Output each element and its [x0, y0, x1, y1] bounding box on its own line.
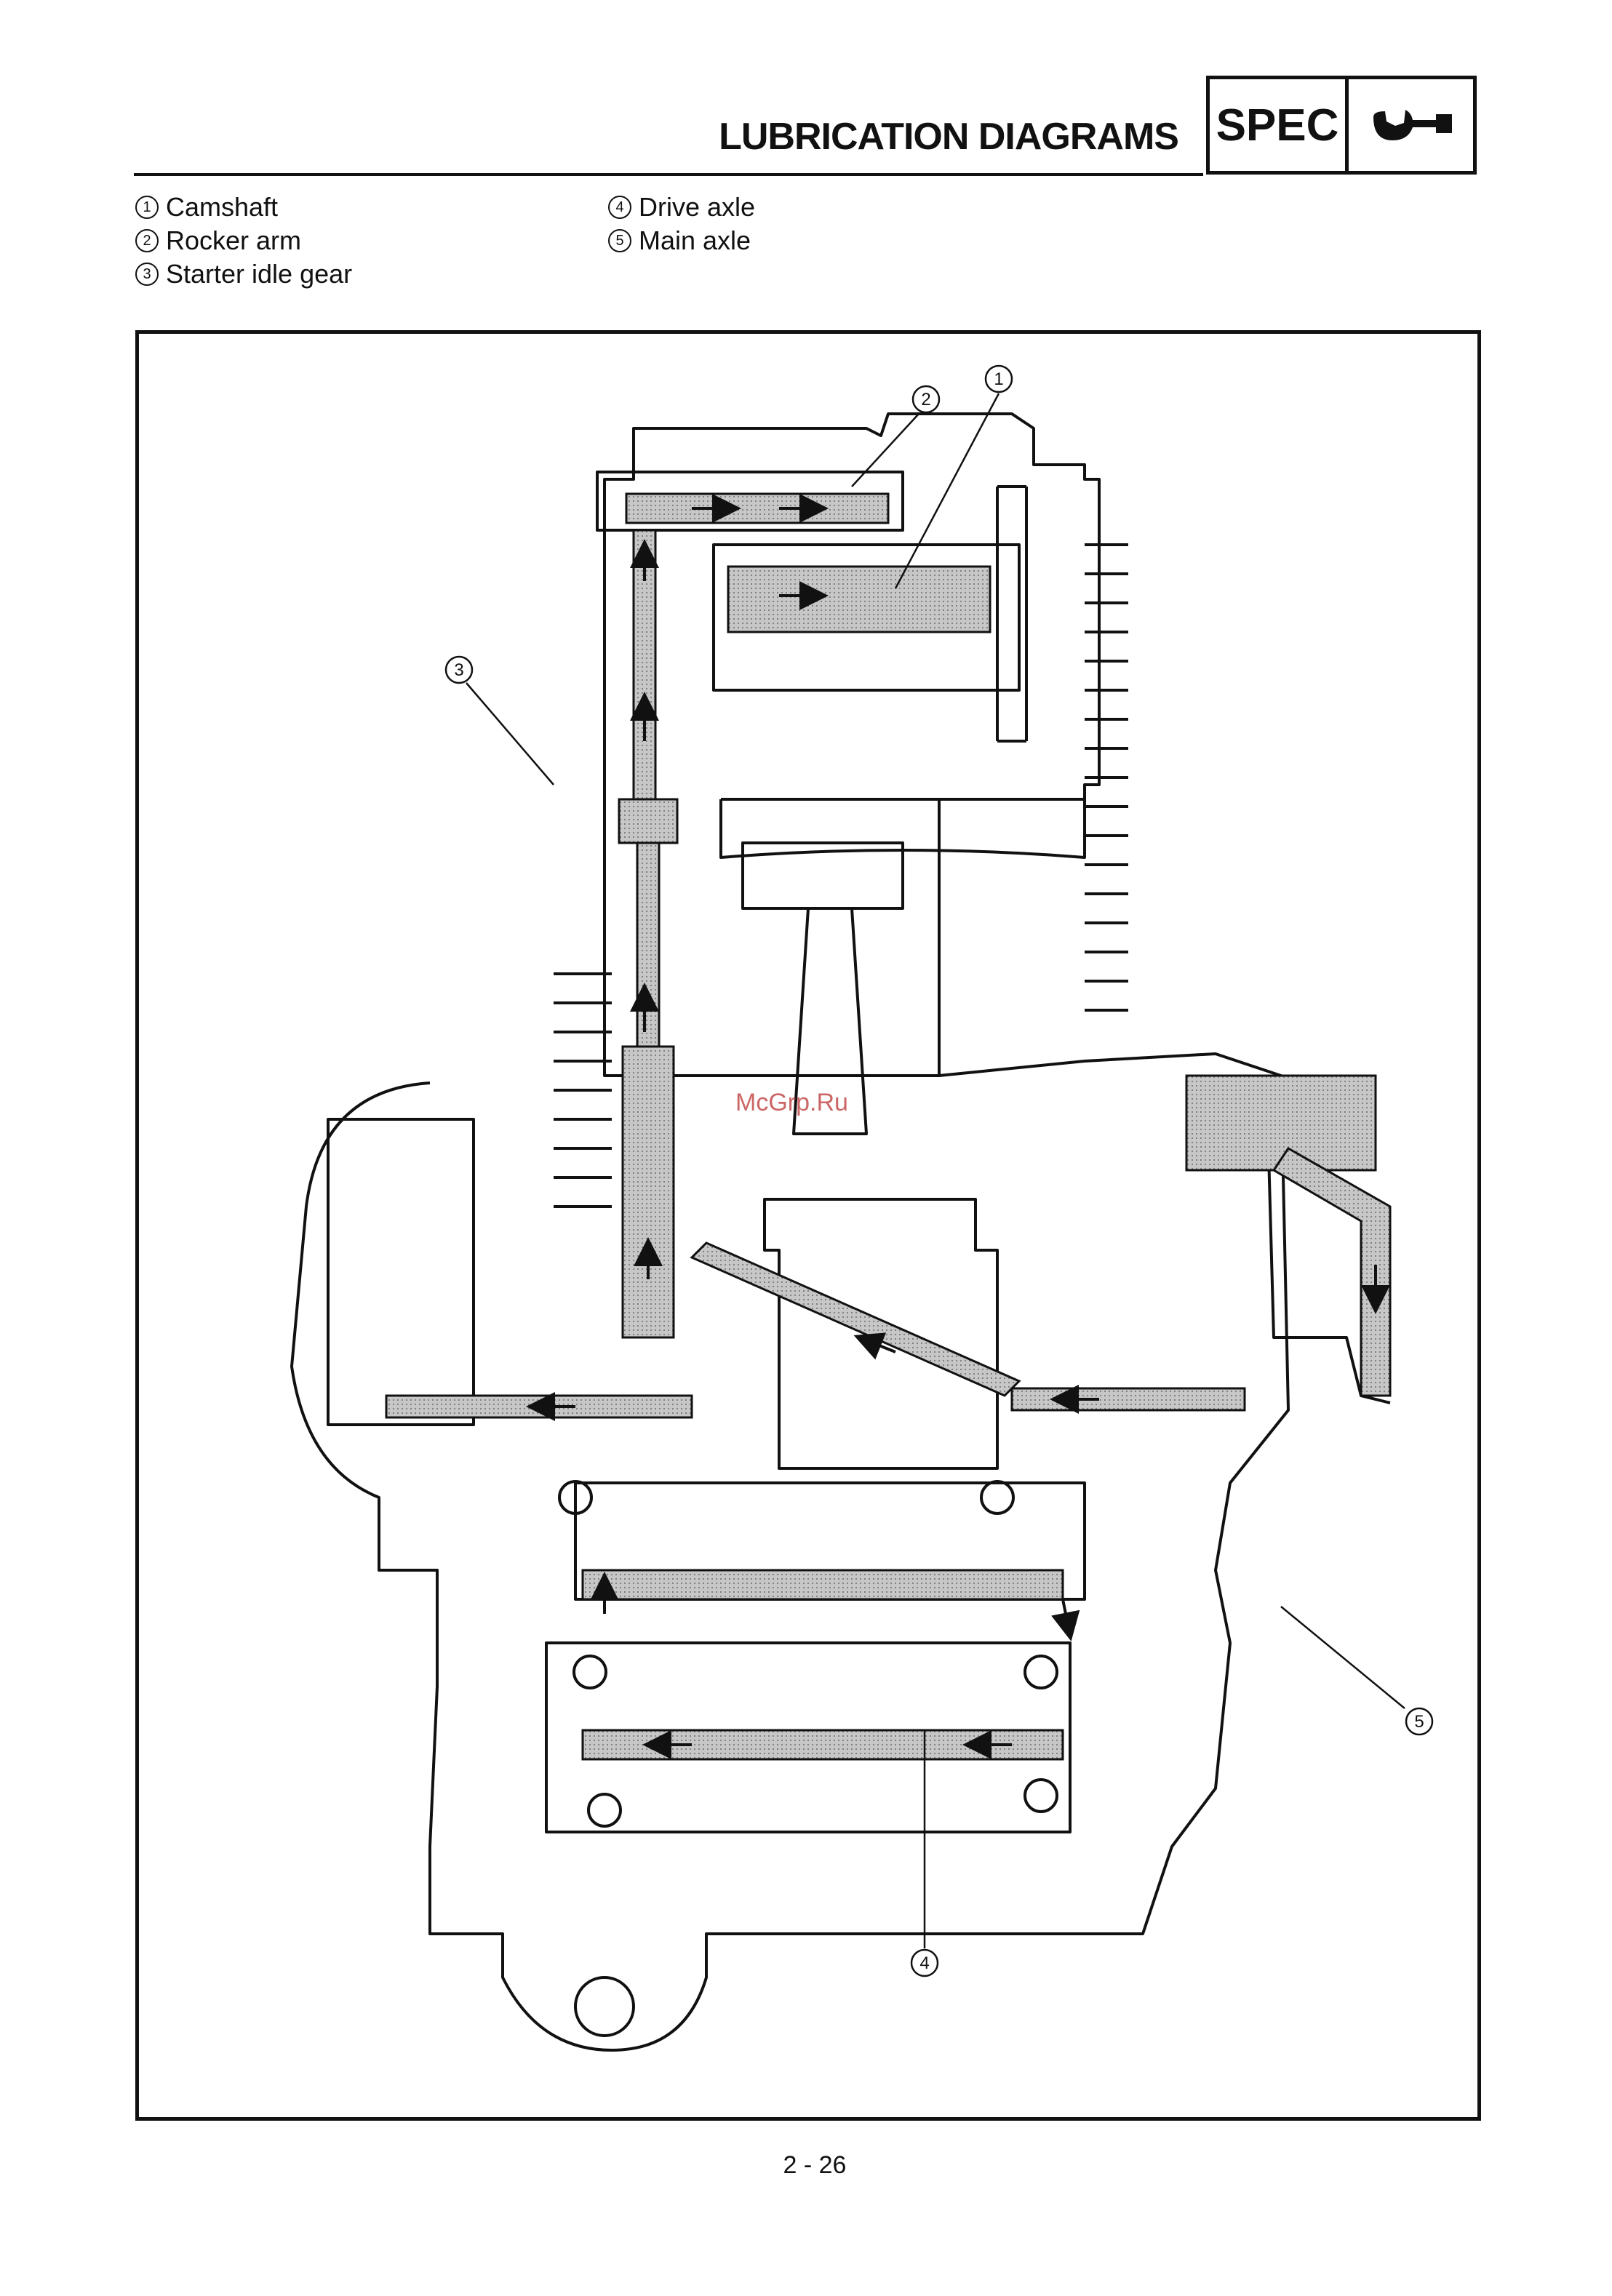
output-boss [575, 1977, 634, 2036]
page-number: 2 - 26 [771, 2151, 858, 2180]
legend-item: 2 Rocker arm [135, 224, 352, 257]
flow-arrow [1063, 1599, 1070, 1636]
wrench-icon [1349, 79, 1472, 174]
legend-right: 4 Drive axle 5 Main axle [608, 191, 755, 257]
cam-sprocket [997, 487, 1026, 741]
callout-label-2: 2 [921, 390, 930, 409]
oil-passage-filter [1186, 1076, 1376, 1170]
bearing [574, 1656, 606, 1688]
callout-label-3: 3 [454, 660, 463, 680]
legend-item: 4 Drive axle [608, 191, 755, 224]
callout-number: 3 [135, 263, 159, 286]
callout-number: 2 [135, 229, 159, 252]
legend-label: Rocker arm [166, 224, 301, 257]
oil-passage-drop [1274, 1148, 1390, 1396]
cylinder-fins-right [1085, 545, 1128, 1010]
callout-leader-5 [1281, 1607, 1405, 1708]
callout-number: 5 [608, 229, 631, 252]
left-cover [328, 1119, 474, 1425]
oil-passage-crank-right [1012, 1388, 1245, 1410]
oil-passage-camshaft [728, 567, 990, 632]
legend-left: 1 Camshaft 2 Rocker arm 3 Starter idle g… [135, 191, 352, 291]
oil-passage-cylinder [637, 843, 659, 1047]
legend-label: Camshaft [166, 191, 278, 224]
oil-passage-base [623, 1047, 674, 1337]
bearing [588, 1794, 621, 1826]
spec-badge: SPEC [1206, 76, 1349, 175]
callout-label-5: 5 [1414, 1712, 1424, 1732]
legend-item: 1 Camshaft [135, 191, 352, 224]
callout-leader-3 [466, 683, 554, 785]
legend-label: Main axle [639, 224, 751, 257]
spec-icon-box [1349, 76, 1477, 175]
bearing [1025, 1780, 1057, 1812]
crankcase [292, 1054, 1288, 2050]
header-rule [134, 173, 1203, 176]
page-title: LUBRICATION DIAGRAMS [684, 115, 1178, 159]
oil-passage-diagonal [692, 1243, 1019, 1396]
callout-number: 4 [608, 196, 631, 219]
oil-passage-rocker [626, 494, 888, 523]
oil-passage-junction [619, 799, 677, 843]
callout-label-4: 4 [919, 1953, 929, 1973]
bearing [981, 1481, 1013, 1513]
legend-label: Starter idle gear [166, 257, 352, 291]
legend-label: Drive axle [639, 191, 755, 224]
engine-lubrication-diagram: 1 2 3 4 5 McGrp.Ru [139, 334, 1477, 2117]
diagram-frame: 1 2 3 4 5 McGrp.Ru [135, 330, 1481, 2121]
oil-passage-main-axle [583, 1570, 1063, 1599]
bearing [1025, 1656, 1057, 1688]
callout-label-1: 1 [994, 369, 1003, 389]
legend-item: 3 Starter idle gear [135, 257, 352, 291]
callout-number: 1 [135, 196, 159, 219]
legend-item: 5 Main axle [608, 224, 755, 257]
watermark: McGrp.Ru [735, 1089, 848, 1116]
